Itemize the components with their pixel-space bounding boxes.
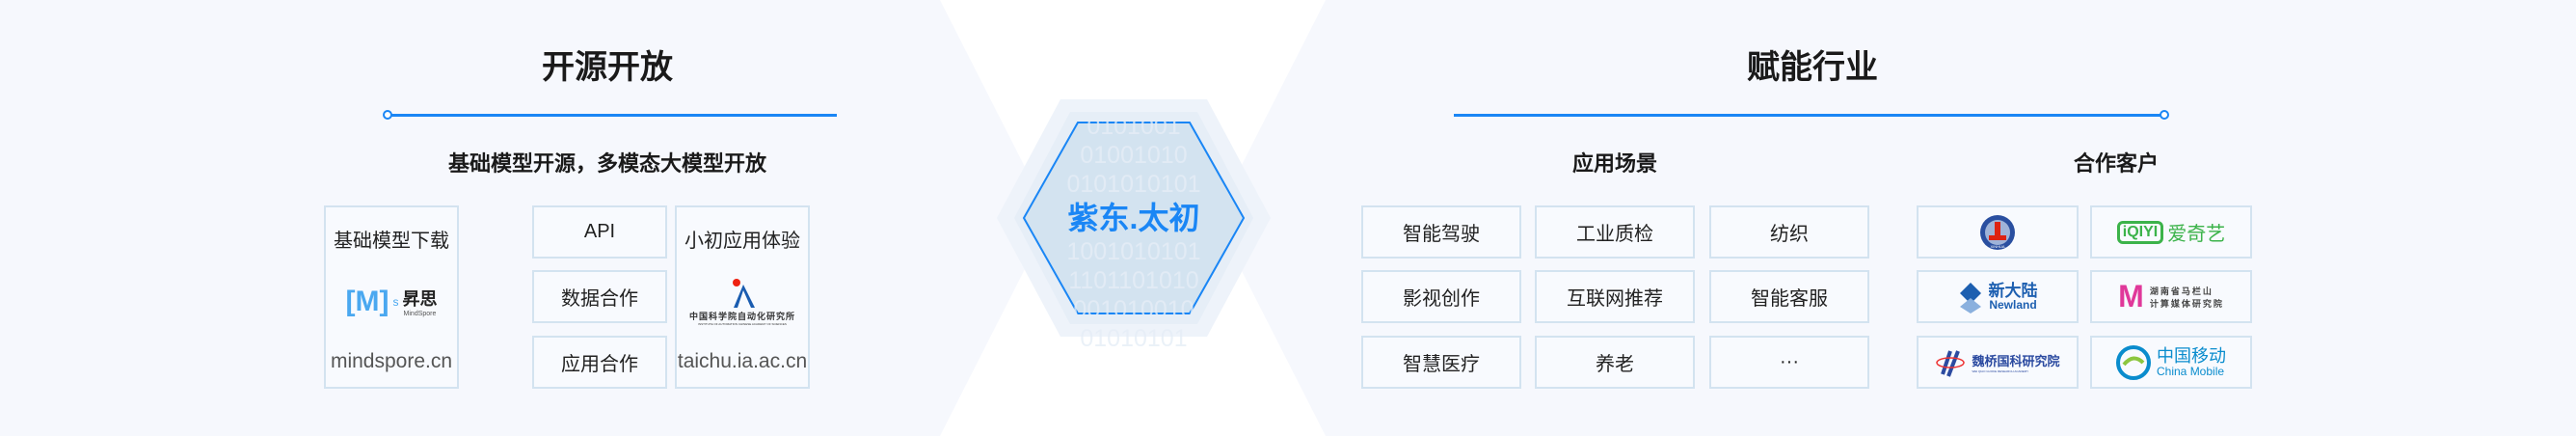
partner-xinhua[interactable]: XINHUA: [1917, 205, 2079, 259]
scenario-item[interactable]: 互联网推荐: [1535, 270, 1695, 323]
api-button[interactable]: API: [532, 205, 667, 259]
scenario-item[interactable]: 影视创作: [1361, 270, 1521, 323]
scenario-item[interactable]: 智慧医疗: [1361, 336, 1521, 389]
app-experience-label: 小初应用体验: [684, 231, 800, 252]
partners-title: 合作客户: [2073, 151, 2159, 176]
china-mobile-logo: [2116, 344, 2151, 380]
divider-line: [390, 114, 837, 117]
scenario-item[interactable]: 纺织: [1709, 205, 1869, 259]
partner-iqiyi[interactable]: iQIYI 爱奇艺: [2090, 205, 2252, 259]
open-source-title: 开源开放: [542, 49, 673, 86]
scenarios-title: 应用场景: [1571, 151, 1657, 176]
malanshan-logo: M: [2118, 279, 2144, 313]
newland-logo: [1959, 282, 1981, 313]
iqiyi-logo: iQIYI: [2116, 220, 2164, 244]
svg-text:XINHUA: XINHUA: [1990, 244, 2004, 249]
industry-title: 赋能行业: [1747, 49, 1878, 86]
taichu-link[interactable]: taichu.ia.ac.cn: [677, 350, 808, 372]
divider-line: [1454, 114, 2163, 117]
app-experience-card[interactable]: 小初应用体验 中国科学院自动化研究所 INSTITUTE OF AUTOMATI…: [675, 205, 810, 389]
line-dot: [2160, 110, 2169, 120]
casia-logo: 中国科学院自动化研究所 INSTITUTE OF AUTOMATION CHIN…: [689, 277, 795, 326]
scenario-item[interactable]: 工业质检: [1535, 205, 1695, 259]
model-download-label: 基础模型下载: [334, 231, 449, 252]
casia-mark-icon: [732, 279, 755, 308]
taichu-name: 紫东.太初: [1067, 201, 1200, 235]
scenario-item[interactable]: 智能客服: [1709, 270, 1869, 323]
scenario-item[interactable]: 养老: [1535, 336, 1695, 389]
weiqiao-logo: [1936, 349, 1966, 377]
data-cooperation-button[interactable]: 数据合作: [532, 270, 667, 323]
app-cooperation-button[interactable]: 应用合作: [532, 336, 667, 389]
scenario-item[interactable]: ···: [1709, 336, 1869, 389]
open-source-subtitle: 基础模型开源，多模态大模型开放: [447, 151, 766, 176]
xinhua-logo: XINHUA: [1980, 214, 2015, 250]
scenario-item[interactable]: 智能驾驶: [1361, 205, 1521, 259]
mindspore-link[interactable]: mindspore.cn: [330, 350, 453, 372]
taichu-hexagon: [997, 99, 1271, 337]
partner-malanshan[interactable]: M 湖南省马栏山计算媒体研究院: [2090, 270, 2252, 323]
